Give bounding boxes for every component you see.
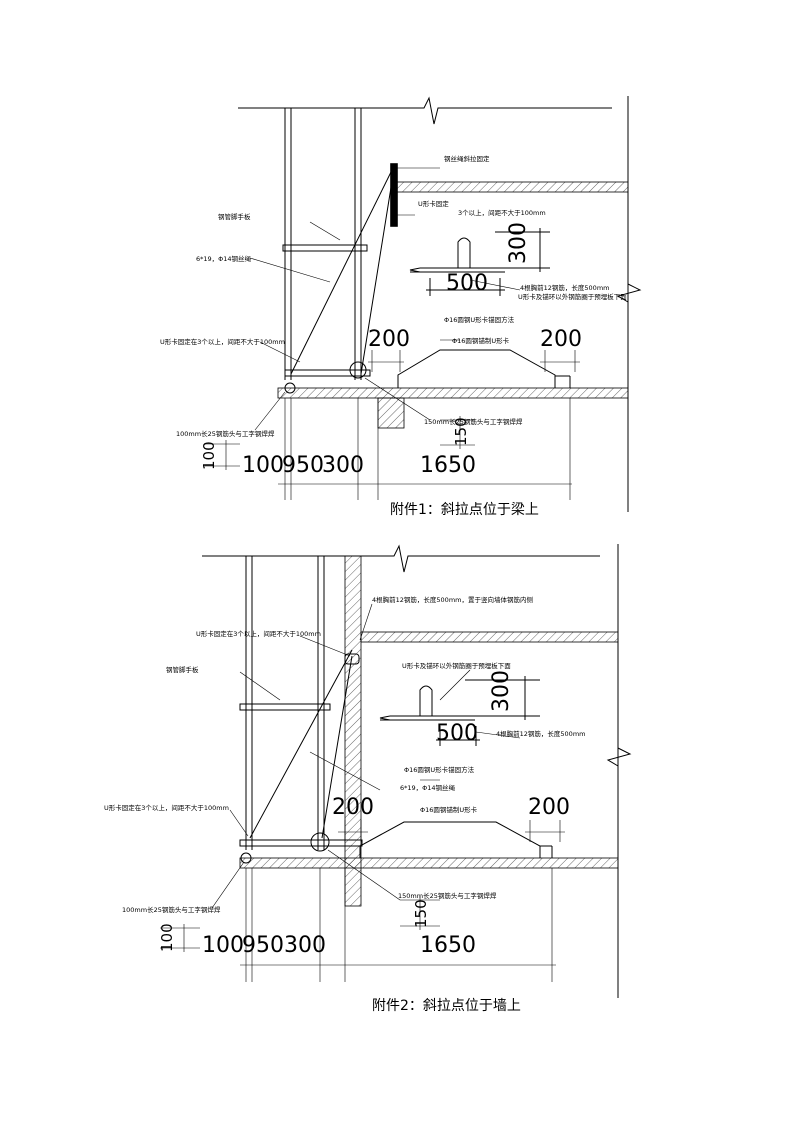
fig2-label-anchor-method: Φ16圆钢U形卡锚固方法 [404,765,475,774]
fig1-label-u-card-top: U形卡固定 [418,199,449,208]
fig1-label-anchor-method: Φ16圆钢U形卡锚固方法 [444,315,515,324]
figure-1: 钢丝绳斜拉固定 钢管脚手板 U形卡固定 3个以上，间距不大于100mm 6*19… [160,96,642,518]
fig1-dim-300b: 300 [322,453,364,478]
fig1-label-weld-right: 150mm长25钢筋头与工字钢焊焊 [424,417,523,426]
fig2-leaders [211,603,521,909]
fig1-anchor-detail [409,228,550,296]
fig2-dim-500: 500 [436,721,478,746]
fig1-label-board: 钢管脚手板 [218,212,251,221]
fig2-dim-1650: 1650 [420,933,476,958]
fig2-label-anchor-ring: Φ16圆钢锚制U形卡 [420,805,478,814]
fig2-scaffold-board [239,703,331,711]
fig1-dim-200b: 200 [540,327,582,352]
fig2-rope [249,649,353,839]
fig2-right-break [606,747,632,767]
fig1-label-rebar2: U形卡及锚环以外钢筋圈于预埋板下面 [518,292,627,301]
fig2-dim-300: 300 [489,670,514,712]
fig2-label-rebar1: 4根胸前12钢筋，长度500mm [496,729,585,738]
fig2-label-rope: 6*19，Φ14钢丝绳 [400,783,456,792]
fig1-caption: 附件1：斜拉点位于梁上 [390,502,539,518]
fig2-caption: 附件2：斜拉点位于墙上 [372,998,521,1014]
fig1-beam [377,397,405,429]
fig1-rope-2 [360,174,394,375]
fig2-dim-950: 950 [242,933,284,958]
fig1-dim-300: 300 [506,222,531,264]
fig1-label-rope: 6*19，Φ14钢丝绳 [196,254,252,263]
fig1-lower-slab [277,387,629,399]
fig1-label-u-card-bottom: U形卡固定在3个以上，间距不大于100mm [160,337,285,346]
fig2-dim-lines [160,820,565,982]
fig2-dim-200a: 200 [332,795,374,820]
fig2-break-line [202,544,600,573]
fig1-scaffold-board [282,244,368,252]
fig2-anchor-detail [379,676,540,746]
fig2-weld-circle [240,852,252,864]
fig2-upper-slab [360,631,619,643]
fig1-right-break [616,283,642,303]
fig1-dim-lines [205,350,580,500]
fig2-dim-300b: 300 [284,933,326,958]
fig2-wall-anchor [344,653,360,665]
fig1-label-steel-top: 钢丝绳斜拉固定 [444,154,490,163]
fig2-dim-150: 150 [412,899,430,928]
fig2-wall [344,555,362,907]
fig1-leaders [249,167,521,431]
fig2-dim-200b: 200 [528,795,570,820]
fig1-label-anchor-ring: Φ16圆钢锚制U形卡 [452,336,510,345]
fig1-label-weld-bottom: 100mm长25钢筋头与工字钢焊焊 [176,429,275,438]
fig1-rope [290,167,394,375]
fig2-dim-100: 100 [158,923,176,952]
fig2-lower-slab [239,857,619,869]
fig2-label-rebar2: U形卡及锚环以外钢筋圈于预埋板下面 [402,661,511,670]
fig1-i-beam [284,369,371,377]
fig1-label-rebar1: 4根胸前12钢筋，长度500mm [520,283,609,292]
fig2-label-weld-bottom: 100mm长25钢筋头与工字钢焊焊 [122,905,221,914]
fig2-detail-circle [310,832,330,852]
fig1-label-u-card-note: 3个以上，间距不大于100mm [458,208,546,217]
fig1-u-ring [397,349,556,388]
fig2-label-rebar-top: 4根胸前12钢筋，长度500mm，置于竖向墙体钢筋内侧 [372,595,533,604]
fig1-dim-200a: 200 [368,327,410,352]
fig1-dim-500: 500 [446,271,488,296]
fig1-upper-slab [396,181,629,193]
fig1-dim-1650: 1650 [420,453,476,478]
fig1-anchor-plate [390,163,398,227]
fig1-break-line [238,96,612,125]
fig1-dim-950: 950 [282,453,324,478]
fig2-u-ring [359,821,541,858]
fig2-dim-100b: 100 [202,933,244,958]
fig2-rope-2 [321,655,353,839]
fig1-detail-circle [349,361,367,379]
fig2-label-weld-right: 150mm长25钢筋头与工字钢焊焊 [398,891,497,900]
fig2-label-u-card-bottom: U形卡固定在3个以上，间距不大于100mm [104,803,229,812]
fig1-dim-100: 100 [200,441,218,470]
fig1-dim-150: 150 [452,417,470,446]
fig2-i-beam [239,839,363,847]
fig1-dim-100b: 100 [242,453,284,478]
figure-2: 4根胸前12钢筋，长度500mm，置于竖向墙体钢筋内侧 U形卡固定在3个以上，间… [104,544,632,1014]
fig2-label-u-card-top: U形卡固定在3个以上，间距不大于100mm [196,629,321,638]
fig1-weld-circle [284,382,296,394]
fig2-label-board: 钢管脚手板 [166,665,199,674]
